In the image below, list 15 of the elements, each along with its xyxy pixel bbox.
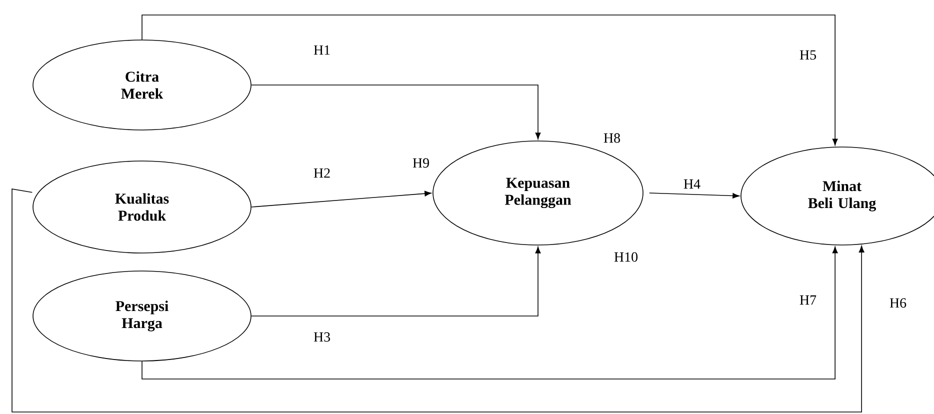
edge-label: H5 [798,49,818,61]
edge-label: H3 [312,331,332,343]
arrow [142,246,838,380]
edge-label: H6 [888,297,908,309]
edge-label: H4 [682,178,702,190]
arrow [251,84,541,140]
arrow [142,14,838,146]
hypothesis-label: H8 [604,133,620,143]
edge-label: H2 [312,167,332,179]
arrow [12,188,864,412]
arrow [649,192,740,198]
edge-label: H1 [312,44,332,56]
arrow [251,190,432,208]
arrow [251,246,541,316]
edge-label: H7 [798,294,818,306]
